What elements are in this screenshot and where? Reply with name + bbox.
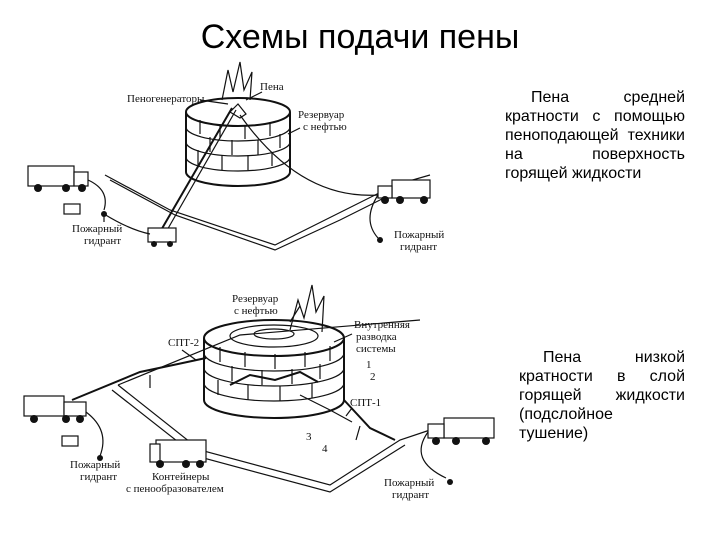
top-label-tank-1: Резервуар [298,109,345,121]
top-label-hydrant-left-2: гидрант [84,235,121,247]
bottom-label-tank-1: Резервуар [232,293,279,305]
bottom-flames [289,284,325,333]
top-flames [221,61,253,101]
bottom-container-truck [149,439,207,468]
bottom-diagram: Резервуар с нефтью Внутренняя разводка с… [23,284,495,501]
top-left-fire-truck [27,165,107,217]
slide-title: Схемы подачи пены [200,18,520,56]
caption-medium-expansion: Пена средней кратности с помощью пенопод… [505,89,685,182]
top-diagram: Пеногенераторы Пена Резервуар с нефтью П… [27,61,444,253]
bottom-label-containers-1: Контейнеры [152,471,210,483]
bottom-label-containers-2: с пенообразователем [126,483,224,495]
bottom-num-2: 2 [370,371,376,383]
top-hose-left [103,213,151,235]
bottom-line-spt1 [343,399,396,441]
top-hose-right [239,114,379,196]
bottom-label-hydrant-right-2: гидрант [392,489,429,501]
top-label-hydrant-right-2: гидрант [400,241,437,253]
bottom-label-spt1: СПТ-1 [350,397,381,409]
bottom-label-inner-2: разводка [356,331,397,343]
bottom-label-spt2: СПТ-2 [168,337,199,349]
bottom-num-1: 1 [366,359,372,371]
top-right-fire-truck [369,179,431,243]
bottom-label-hydrant-left-2: гидрант [80,471,117,483]
top-label-foam: Пена [260,81,284,93]
top-foam-lift-truck [147,107,237,247]
bottom-label-hydrant-right-1: Пожарный [384,477,434,489]
top-embankment-inner [109,179,401,251]
bottom-label-inner-3: системы [356,343,396,355]
bottom-inner-piping [229,370,319,386]
bottom-right-fire-truck [420,417,495,485]
bottom-num-3: 3 [306,431,312,443]
bottom-label-hydrant-left-1: Пожарный [70,459,120,471]
bottom-embankment-front [117,384,431,486]
top-tank [185,61,291,187]
bottom-num-4: 4 [322,443,328,455]
bottom-label-tank-2: с нефтью [234,305,278,317]
bottom-tank [203,284,345,419]
top-label-tank-2: с нефтью [303,121,347,133]
caption-low-expansion: Пена низкой кратности в слой горящей жид… [519,349,685,442]
bottom-line-spt2 [71,357,207,401]
bottom-left-fire-truck [23,395,104,461]
bottom-label-inner-1: Внутренняя [354,319,410,331]
top-label-hydrant-left-1: Пожарный [72,223,122,235]
top-label-generators: Пеногенераторы [127,93,205,105]
top-label-hydrant-right-1: Пожарный [394,229,444,241]
